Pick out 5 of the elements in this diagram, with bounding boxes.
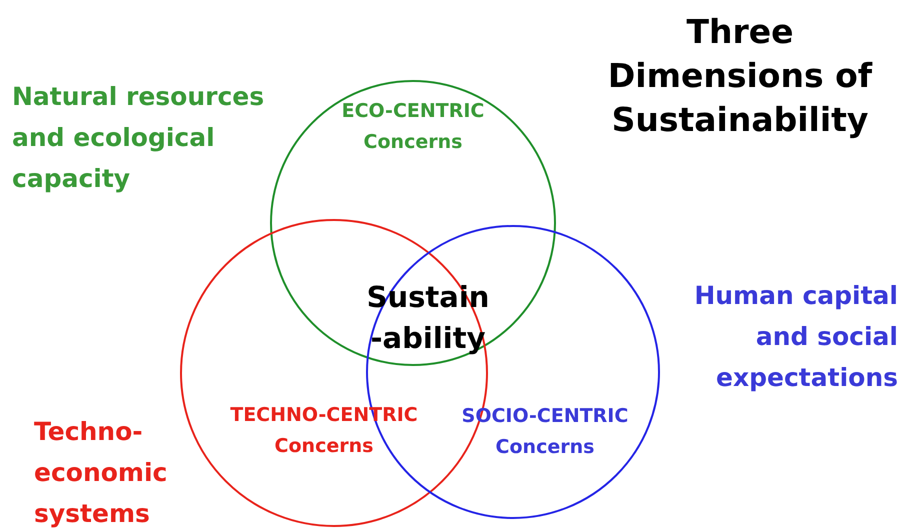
text-label: Natural resources and ecological capacity xyxy=(12,81,266,195)
text-label: Techno-economic systems xyxy=(34,416,168,529)
text-label: Human capital and social expectations xyxy=(693,280,898,394)
title: Three Dimensions of Sustainability xyxy=(606,11,874,141)
circle-label: ECO-CENTRIC Concerns xyxy=(340,99,486,155)
